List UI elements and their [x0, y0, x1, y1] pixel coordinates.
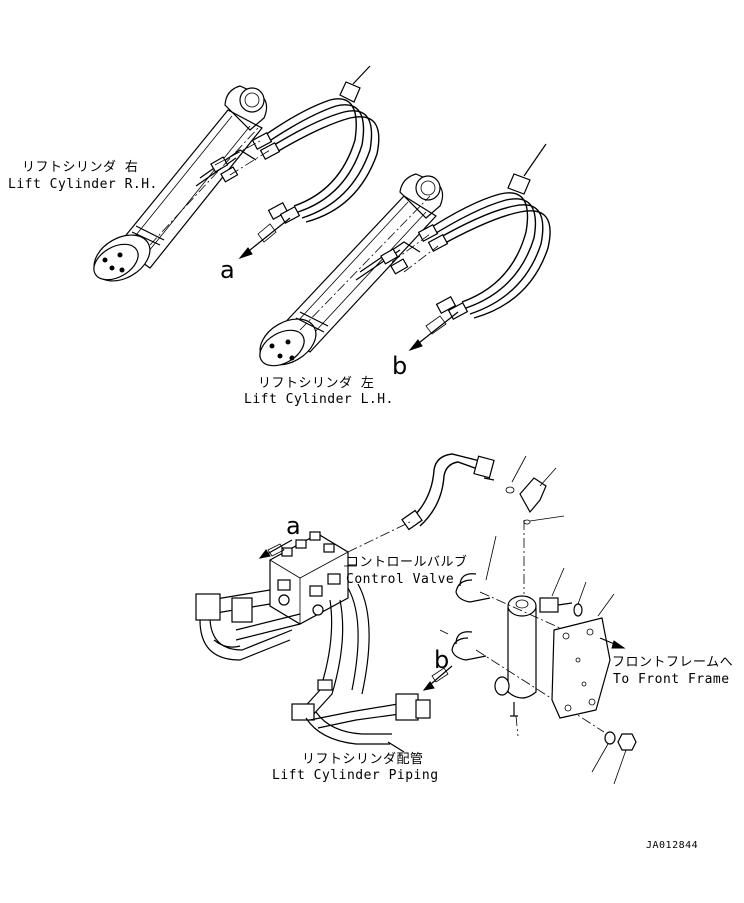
accumulator — [494, 520, 537, 737]
hoses-lh — [391, 143, 551, 320]
marker-b-bottom: b — [434, 646, 450, 674]
label-lift-cylinder-piping-jp: リフトシリンダ配管 — [302, 752, 424, 767]
label-lift-cylinder-rh-en: Lift Cylinder R.H. — [8, 177, 158, 192]
label-control-valve-jp: コントロールバルブ — [346, 555, 468, 570]
label-front-frame-jp: フロントフレームへ — [612, 655, 734, 670]
label-front-frame-en: To Front Frame — [613, 672, 730, 687]
label-lift-cylinder-lh-jp: リフトシリンダ 左 — [258, 376, 375, 391]
marker-a-top: a — [220, 256, 235, 284]
lift-cylinder-lh — [259, 173, 444, 367]
label-control-valve-en: Control Valve — [346, 572, 455, 587]
drawing-code: JA012844 — [646, 840, 699, 851]
label-lift-cylinder-rh-jp: リフトシリンダ 右 — [22, 160, 139, 175]
lift-cylinder-piping — [235, 583, 431, 753]
control-valve-assembly — [195, 531, 349, 661]
mounting-hardware — [539, 567, 637, 785]
marker-a-bottom: a — [286, 512, 301, 540]
marker-b-top: b — [392, 352, 408, 380]
label-lift-cylinder-lh-en: Lift Cylinder L.H. — [244, 392, 394, 407]
lift-cylinder-rh — [93, 85, 268, 282]
accumulator-hose — [347, 453, 565, 553]
hoses-rh — [214, 65, 380, 224]
label-lift-cylinder-piping-en: Lift Cylinder Piping — [272, 768, 439, 783]
